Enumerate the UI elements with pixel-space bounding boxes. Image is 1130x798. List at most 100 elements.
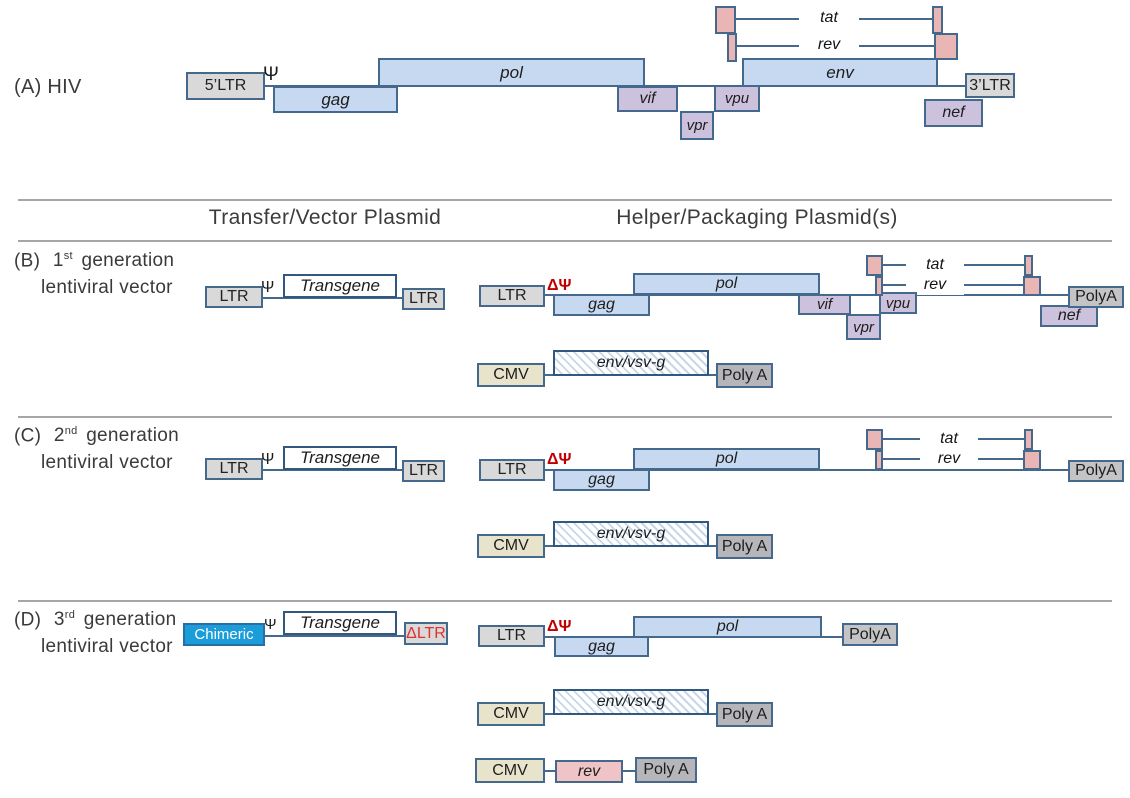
connector-line [709,713,716,715]
b-helper-pol-box: pol [633,273,820,295]
c-rev-exon1-box [875,450,883,470]
b-rev-exon1-box [875,276,883,296]
connector-line [545,374,553,376]
hiv-tat-exon2-box [932,6,943,34]
b-helper-vpu-box: vpu [879,292,917,314]
d-transfer-psi-symbol: Ψ [264,616,277,633]
b-transfer-ltr-left: LTR [205,286,263,308]
panel-c-subtitle: lentiviral vector [41,452,173,473]
d-delta-psi-label: ΔΨ [547,618,572,635]
b-rev-exon2-box [1023,276,1041,296]
hiv-psi-symbol: Ψ [263,64,279,85]
helper-backbone-line [545,469,1068,471]
hiv-rev-exon2-box [934,33,958,60]
connector-line [709,374,716,376]
hiv-env-box: env [742,58,938,87]
hiv-nef-box: nef [924,99,983,127]
panel-a-title: (A) HIV [14,76,82,98]
connector-line [709,545,716,547]
d-envelope-polya-box: Poly A [716,702,773,727]
panel-b-subtitle: lentiviral vector [41,277,173,298]
panel-d-subtitle: lentiviral vector [41,636,173,657]
b-helper-vif-box: vif [798,294,851,315]
d-helper-pol-box: pol [633,616,822,638]
c-transfer-ltr-right: LTR [402,460,445,482]
hiv-vpr-box: vpr [680,111,714,140]
b-tat-exon2-box [1024,255,1033,276]
d-rev-polya-box: Poly A [635,757,697,783]
c-transgene-box: Transgene [283,446,397,470]
d-envelope-env-box: env/vsv-g [553,689,709,715]
hiv-gag-box: gag [273,86,398,113]
b-transfer-psi-symbol: Ψ [261,279,275,296]
panel-d-title: (D) 3rd generation [14,609,177,631]
transfer-plasmid-header: Transfer/Vector Plasmid [208,206,442,229]
panel-b-gen-number: 1 [52,250,64,272]
separator-line [18,240,1112,242]
hiv-tat-label: tat [799,8,859,28]
hiv-rev-label: rev [799,35,859,55]
c-envelope-env-box: env/vsv-g [553,521,709,547]
panel-c-gen-word: generation [86,425,179,447]
panel-c-letter: (C) [14,425,42,447]
hiv-pol-box: pol [378,58,645,87]
hiv-3ltr-box: 3’LTR [965,73,1015,98]
b-transfer-ltr-right: LTR [402,288,445,310]
separator-line [18,600,1112,602]
hiv-vif-box: vif [617,86,678,112]
c-helper-gag-box: gag [553,469,650,491]
panel-c-gen-ordinal: nd [64,425,78,437]
d-transgene-box: Transgene [283,611,397,635]
panel-d-gen-word: generation [83,609,177,631]
connector-line [545,545,553,547]
b-transgene-box: Transgene [283,274,397,298]
d-rev-cmv-box: CMV [475,758,545,783]
hiv-tat-exon1-box [715,6,736,34]
c-delta-psi-label: ΔΨ [547,451,572,468]
b-helper-vpr-box: vpr [846,314,881,340]
c-tat-exon2-box [1024,429,1033,450]
c-transfer-psi-symbol: Ψ [261,451,275,468]
d-helper-polya-box: PolyA [842,623,898,646]
b-helper-nef-box: nef [1040,305,1098,327]
c-transfer-ltr-left: LTR [205,458,263,480]
b-envelope-env-box: env/vsv-g [553,350,709,376]
b-rev-label: rev [906,275,964,295]
d-chimeric-promoter-box: Chimeric [183,623,265,646]
c-rev-exon2-box [1023,450,1041,470]
c-envelope-polya-box: Poly A [716,534,773,559]
panel-b-gen-ordinal: st [63,250,73,262]
d-helper-gag-box: gag [554,636,649,657]
c-helper-polya-box: PolyA [1068,460,1124,482]
separator-line [18,199,1112,201]
panel-b-gen-word: generation [81,250,175,272]
panel-d-gen-number: 3 [53,609,65,631]
d-envelope-cmv-box: CMV [477,702,545,726]
panel-d-letter: (D) [14,609,42,631]
b-helper-gag-box: gag [553,294,650,316]
c-helper-pol-box: pol [633,448,820,470]
d-delta-ltr-box: ΔLTR [404,622,448,645]
c-envelope-cmv-box: CMV [477,534,545,558]
transfer-backbone-line [263,297,402,299]
panel-c-title: (C) 2nd generation [14,425,179,447]
panel-b-title: (B) 1st generation [14,250,174,272]
d-helper-ltr-box: LTR [478,625,545,647]
panel-c-gen-number: 2 [53,425,65,447]
c-tat-exon1-box [866,429,883,450]
hiv-rev-exon1-box [727,33,737,62]
hiv-5ltr-box: 5’LTR [186,72,265,100]
panel-b-letter: (B) [14,250,41,272]
b-envelope-polya-box: Poly A [716,363,773,388]
b-delta-psi-label: ΔΨ [547,277,572,294]
transfer-backbone-line [263,469,402,471]
connector-line [545,770,555,772]
b-tat-exon1-box [866,255,883,276]
b-helper-polya-box: PolyA [1068,286,1124,308]
b-helper-ltr-box: LTR [479,285,545,307]
connector-line [623,770,635,772]
d-rev-gene-box: rev [555,760,623,783]
separator-line [18,416,1112,418]
connector-line [545,713,553,715]
